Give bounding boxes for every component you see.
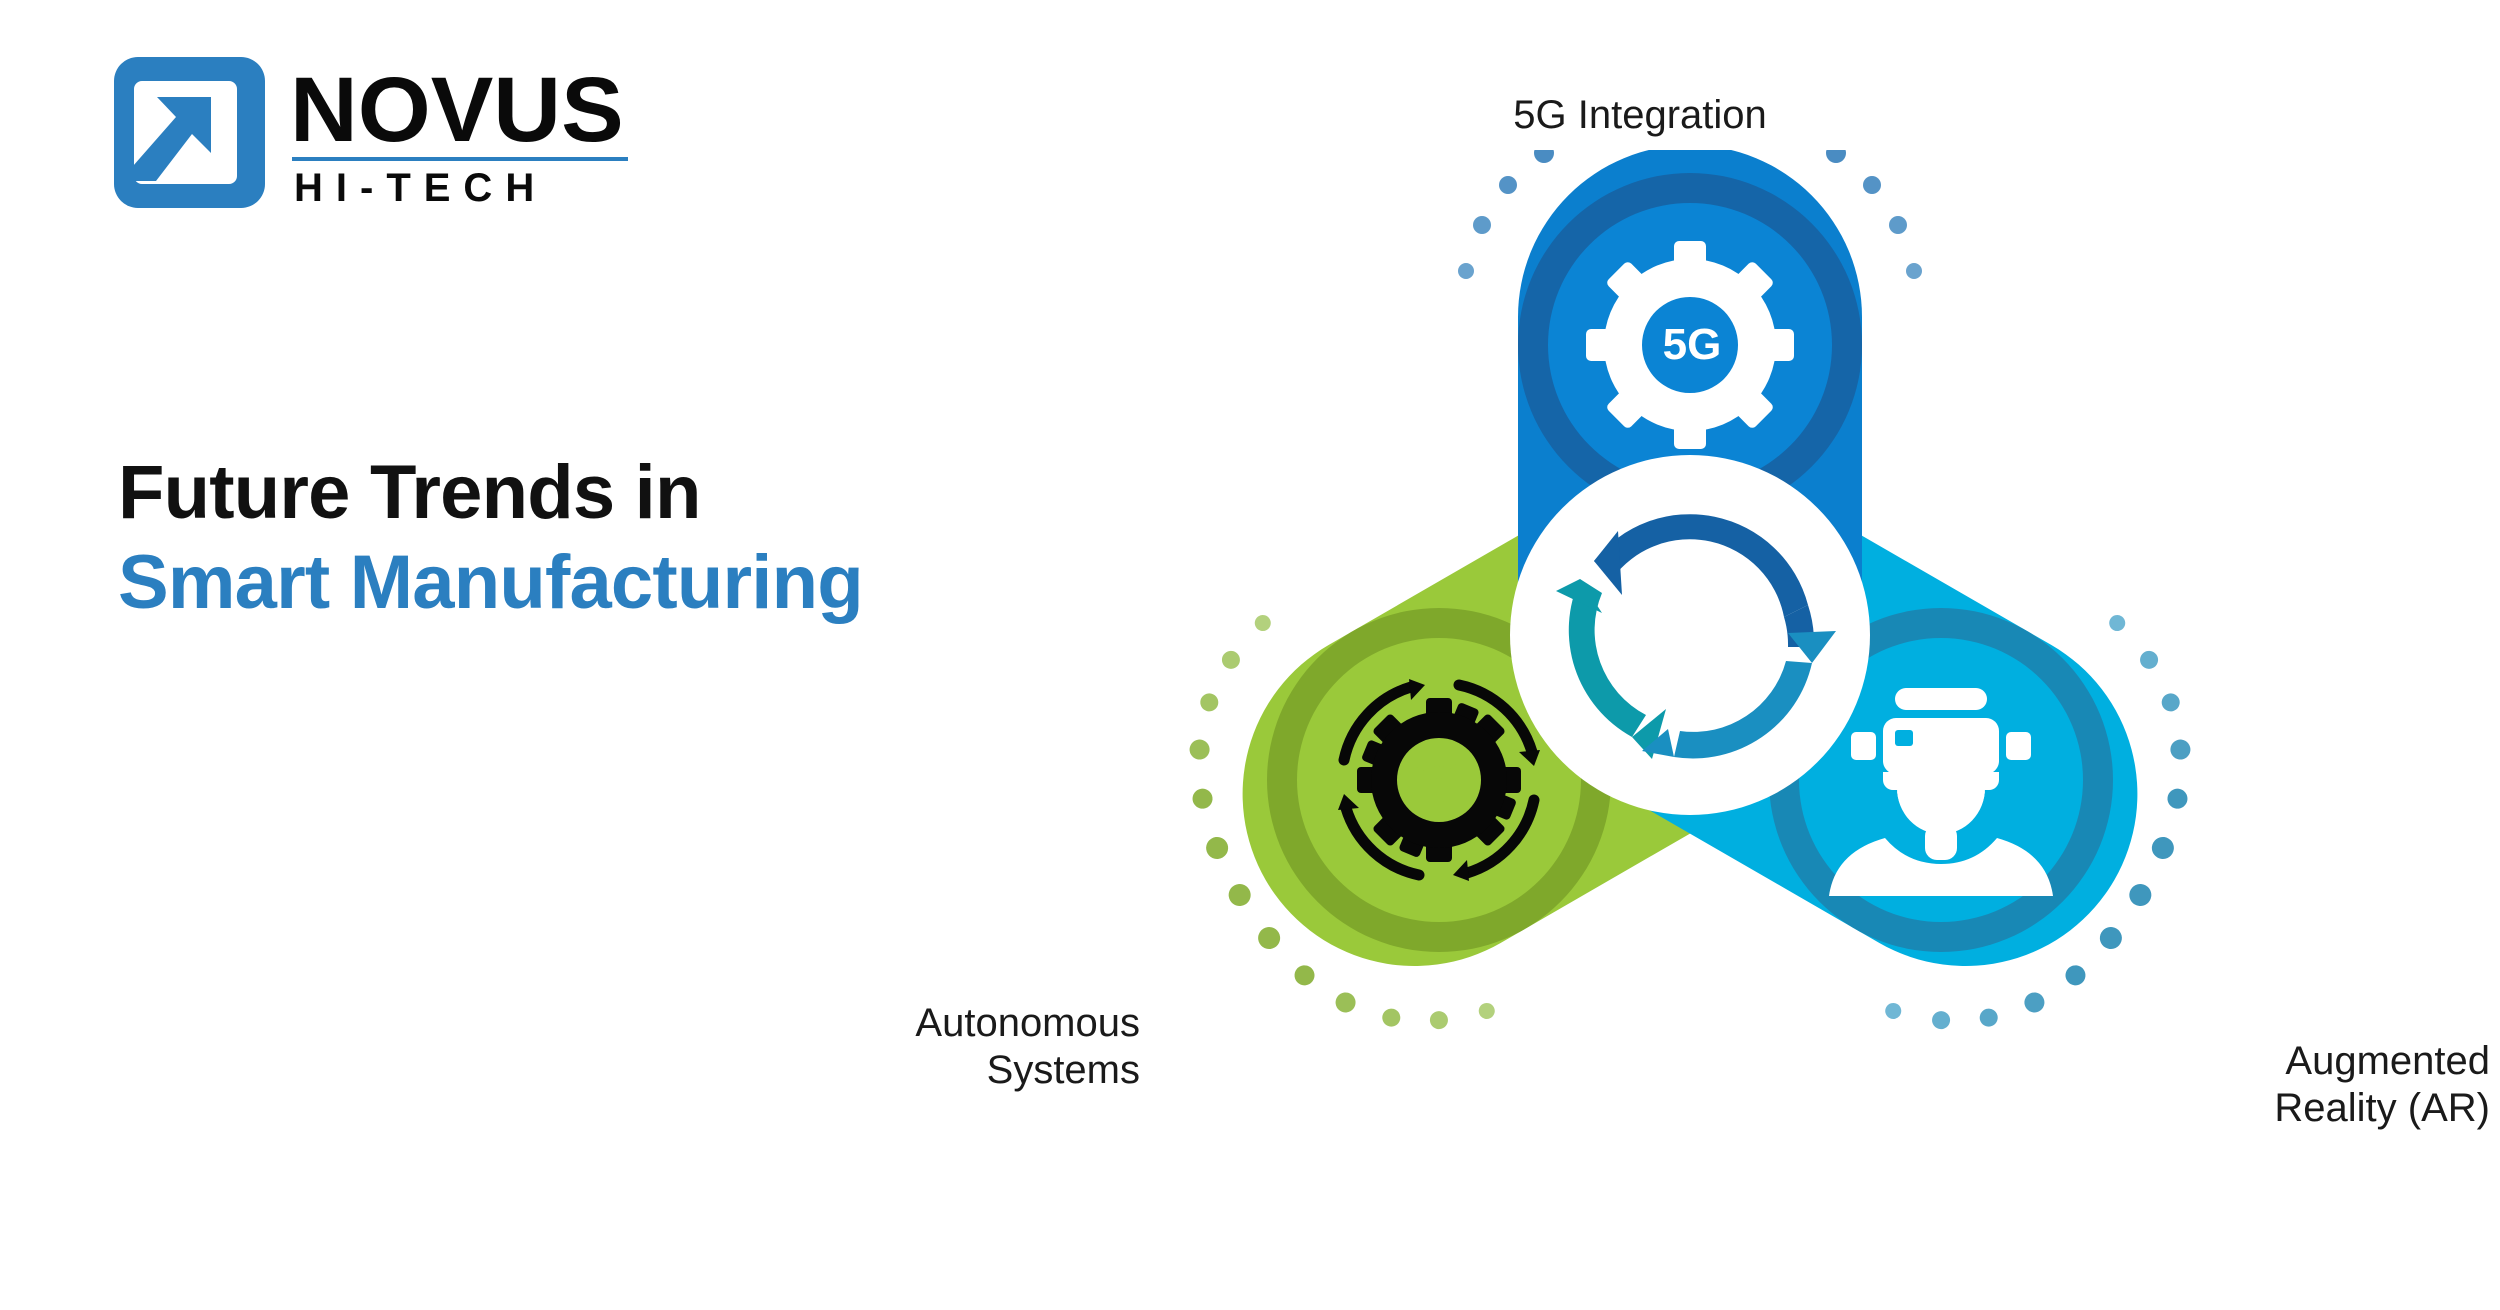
circular-arrows-cycle-icon: [1556, 514, 1836, 759]
novus-logo-mark: [112, 55, 267, 210]
ar-headset-person-icon: [1829, 688, 2053, 896]
node-5g[interactable]: 5G: [1518, 173, 1862, 517]
arrow-up-right-in-square-icon: [114, 57, 265, 208]
center-white-disc: [1510, 455, 1870, 815]
brand-tagline-text: HI-TECH: [294, 166, 547, 210]
cycle-arc-lightblue: [1642, 631, 1836, 759]
headline-line-primary: Future Trends in: [118, 450, 701, 535]
dotted-arc-ar: [1885, 615, 2191, 1030]
cycle-arc-teal: [1556, 579, 1666, 759]
node-label-autonomous: Autonomous Systems: [915, 1001, 1140, 1093]
dotted-arc-autonomous: [1189, 615, 1495, 1030]
page-title: Future Trends in Smart Manufacturing: [118, 448, 1218, 627]
dotted-arc-5g: [1458, 150, 1922, 279]
novus-wordmark: NOVUS HI-TECH: [290, 58, 630, 211]
novus-hitech-text: NOVUS HI-TECH: [290, 58, 628, 210]
brand-logo: NOVUS HI-TECH: [112, 55, 632, 240]
node-label-5g: 5G Integration: [1513, 93, 1767, 137]
brand-divider: [292, 157, 628, 161]
headline-line-secondary: Smart Manufacturing: [118, 539, 864, 625]
node-5g-icon-text: 5G: [1663, 320, 1722, 369]
smart-manufacturing-trends-diagram: 5G: [1145, 150, 2235, 1160]
gear-wifi-autonomous-icon: [1338, 679, 1540, 881]
node-label-ar: Augmented Reality (AR): [2274, 1039, 2490, 1131]
center-cycle: [1510, 455, 1870, 815]
gear-5g-icon: 5G: [1586, 241, 1794, 449]
brand-name-text: NOVUS: [290, 61, 624, 161]
